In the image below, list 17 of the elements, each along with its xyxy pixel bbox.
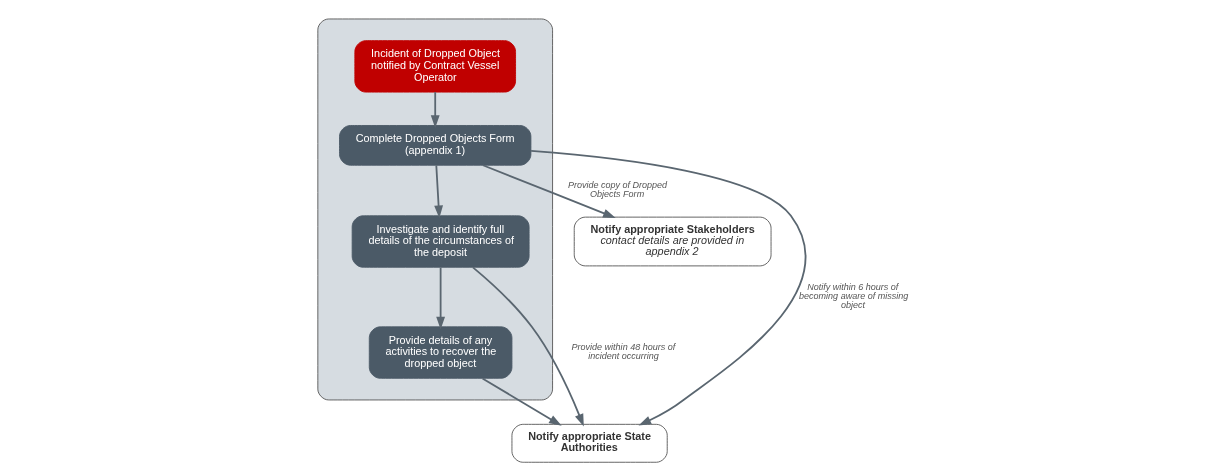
arrow <box>481 164 616 218</box>
node-box: Provide details of any activities to recover the dropped object <box>368 326 512 379</box>
cluster <box>316 18 553 401</box>
node-box: Incident of Dropped Object notified by Contract Vessel Operator <box>353 40 516 93</box>
edge-label: Provide within 48 hours of incident occurring <box>571 341 675 361</box>
arrow <box>471 266 584 427</box>
node-box: Notify appropriate Stakeholders contact details are provided in appendix 2 <box>573 216 771 267</box>
node-box: Notify appropriate State Authorities <box>511 423 668 463</box>
arrow <box>435 266 445 330</box>
arrow <box>529 150 806 426</box>
node-box: Investigate and identify full details of the circumstances of the deposit <box>351 215 530 268</box>
edge-label: Provide copy of Dropped Objects Form <box>567 179 667 199</box>
arrow <box>433 164 443 219</box>
node-box: Complete Dropped Objects Form (appendix 1) <box>338 125 531 166</box>
arrow <box>430 91 440 129</box>
arrow <box>481 377 562 426</box>
edge-label: Notify within 6 hours of becoming aware of missing object <box>798 281 908 310</box>
